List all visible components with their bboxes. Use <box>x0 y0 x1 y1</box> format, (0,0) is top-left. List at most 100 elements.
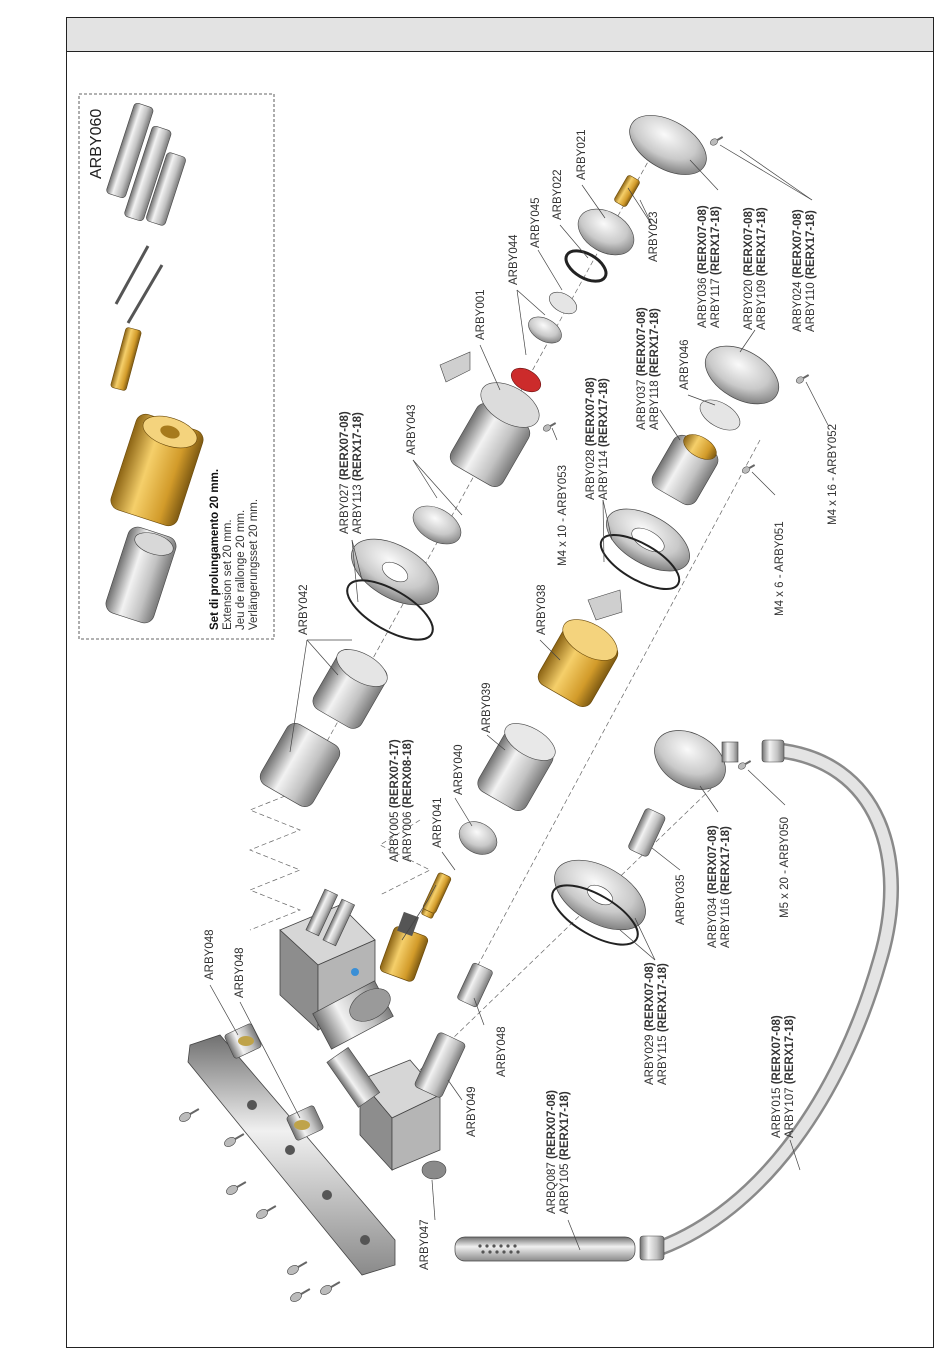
label-arby027-rerx: (RERX07-08) <box>339 411 351 480</box>
hand-shower <box>454 1236 636 1262</box>
svg-text:ARBY024 (RERX07-08): ARBY024 (RERX07-08) <box>792 209 804 332</box>
mounting-plate <box>187 1034 396 1276</box>
svg-text:ARBY116 (RERX17-18): ARBY116 (RERX17-18) <box>720 826 732 948</box>
label-arby027: ARBY027 <box>339 483 351 534</box>
label-arby006: ARBY006 <box>402 811 414 862</box>
set-en-label: Extension set 20 mm. <box>222 519 234 630</box>
shower-outlet <box>551 730 752 946</box>
label-arby005: ARBY005 <box>389 811 401 862</box>
label-arby109-rerx: (RERX17-18) <box>756 207 768 276</box>
label-arby105-rerx: (RERX17-18) <box>559 1091 571 1160</box>
label-arby023: ARBY023 <box>648 211 660 262</box>
label-arby024-rerx: (RERX07-08) <box>792 209 804 278</box>
set-de-label: Verlängerungsset 20 mm. <box>248 499 260 630</box>
label-arby036: ARBY036 <box>697 277 709 328</box>
svg-text:ARBY115 (RERX17-18): ARBY115 (RERX17-18) <box>657 963 669 1085</box>
set-fr-label: Jeu de rallonge 20 mm. <box>235 510 247 630</box>
label-arby110-rerx: (RERX17-18) <box>805 210 817 279</box>
middle-parts <box>422 136 810 914</box>
long-screw-icon <box>114 245 164 324</box>
label-arby117: ARBY117 <box>710 278 722 328</box>
label-arby047: ARBY047 <box>419 1219 431 1270</box>
svg-text:ARBY117 (RERX17-18): ARBY117 (RERX17-18) <box>710 206 722 328</box>
label-m4x10: M4 x 10 - ARBY053 <box>557 465 569 566</box>
label-arby037-rerx: (RERX07-08) <box>636 307 648 376</box>
svg-text:ARBY027 (RERX07-08): ARBY027 (RERX07-08) <box>339 411 351 534</box>
threaded-rod-icon <box>110 327 142 391</box>
label-arby117-rerx: (RERX17-18) <box>710 206 722 275</box>
grey-sleeve-icon <box>105 526 177 624</box>
label-arby048-a: ARBY048 <box>204 929 216 980</box>
label-m5x20: M5 x 20 - ARBY050 <box>779 817 791 918</box>
label-arby043: ARBY043 <box>406 404 418 455</box>
label-arby116: ARBY116 <box>720 898 732 948</box>
label-arby029-rerx: (RERX07-08) <box>644 962 656 1031</box>
svg-text:ARBY015 (RERX07-08): ARBY015 (RERX07-08) <box>771 1015 783 1138</box>
part-labels: ARBY042 ARBY027 (RERX07-08) ARBY113 (RER… <box>204 129 839 1270</box>
label-arbq087: ARBQ087 <box>546 1162 558 1214</box>
label-arby107: ARBY107 <box>784 1087 796 1138</box>
label-arby049: ARBY049 <box>466 1086 478 1137</box>
label-arby046: ARBY046 <box>679 339 691 390</box>
label-arby048-c: ARBY048 <box>496 1026 508 1077</box>
svg-text:ARBY110 (RERX17-18): ARBY110 (RERX17-18) <box>805 210 817 332</box>
label-arby114: ARBY114 <box>598 450 610 500</box>
label-arby006-rerx: (RERX08-18) <box>402 739 414 808</box>
label-arby116-rerx: (RERX17-18) <box>720 826 732 895</box>
label-arby034: ARBY034 <box>707 897 719 948</box>
svg-text:ARBY113 (RERX17-18): ARBY113 (RERX17-18) <box>352 412 364 534</box>
nipple-parts <box>224 962 493 1180</box>
extension-tube-icon <box>106 102 186 226</box>
label-arby020-rerx: (RERX07-08) <box>743 207 755 276</box>
plate-screws <box>179 1108 341 1302</box>
label-arby113: ARBY113 <box>352 484 364 534</box>
valve-body <box>279 888 441 1172</box>
svg-text:ARBY107 (RERX17-18): ARBY107 (RERX17-18) <box>784 1015 796 1138</box>
label-arby029: ARBY029 <box>644 1034 656 1085</box>
label-arby105: ARBY105 <box>559 1163 571 1214</box>
label-arby015: ARBY015 <box>771 1087 783 1138</box>
leader-lines <box>209 144 829 1251</box>
shower-hose <box>639 739 899 1261</box>
svg-text:ARBY005 (RERX07-17): ARBY005 (RERX07-17) <box>389 739 401 862</box>
svg-text:ARBY028 (RERX07-08): ARBY028 (RERX07-08) <box>585 377 597 500</box>
svg-text:ARBY034 (RERX07-08): ARBY034 (RERX07-08) <box>707 825 719 948</box>
label-arby113-rerx: (RERX17-18) <box>352 412 364 481</box>
label-arby044: ARBY044 <box>508 234 520 285</box>
svg-text:ARBY020 (RERX07-08): ARBY020 (RERX07-08) <box>743 207 755 330</box>
brass-sleeve-icon <box>110 413 204 527</box>
svg-text:ARBY118 (RERX17-18): ARBY118 (RERX17-18) <box>649 308 661 430</box>
drawing-sheet <box>66 17 934 1348</box>
label-arby042: ARBY042 <box>298 584 310 635</box>
svg-text:ARBQ087 (RERX07-08): ARBQ087 (RERX07-08) <box>546 1090 558 1214</box>
label-arby015-rerx: (RERX07-08) <box>771 1015 783 1084</box>
label-arby035: ARBY035 <box>675 874 687 925</box>
label-arby114-rerx: (RERX17-18) <box>598 378 610 447</box>
label-arby034-rerx: (RERX07-08) <box>707 825 719 894</box>
label-arby001: ARBY001 <box>475 289 487 340</box>
label-arby109: ARBY109 <box>756 279 768 330</box>
label-arby039: ARBY039 <box>481 682 493 733</box>
label-arby038: ARBY038 <box>536 584 548 635</box>
upper-sleeves <box>259 115 707 807</box>
svg-text:ARBY029 (RERX07-08): ARBY029 (RERX07-08) <box>644 962 656 1085</box>
svg-text:ARBY109 (RERX17-18): ARBY109 (RERX17-18) <box>756 207 768 330</box>
label-arbq087-rerx: (RERX07-08) <box>546 1090 558 1159</box>
label-arby005-rerx: (RERX07-17) <box>389 739 401 808</box>
label-arby107-rerx: (RERX17-18) <box>784 1015 796 1084</box>
label-arby028-rerx: (RERX07-08) <box>585 377 597 446</box>
label-arby118-rerx: (RERX17-18) <box>649 308 661 377</box>
set-title-label: Set di prolungamento 20 mm. <box>209 469 221 630</box>
label-arby021: ARBY021 <box>576 129 588 180</box>
label-arby040: ARBY040 <box>453 744 465 795</box>
label-arby028: ARBY028 <box>585 449 597 500</box>
label-arby110: ARBY110 <box>805 282 817 332</box>
label-arby037: ARBY037 <box>636 379 648 430</box>
label-arby045: ARBY045 <box>530 197 542 248</box>
label-arby024: ARBY024 <box>792 281 804 332</box>
svg-text:ARBY037 (RERX07-08): ARBY037 (RERX07-08) <box>636 307 648 430</box>
svg-text:ARBY114 (RERX17-18): ARBY114 (RERX17-18) <box>598 378 610 500</box>
svg-text:ARBY006 (RERX08-18): ARBY006 (RERX08-18) <box>402 739 414 862</box>
header-band <box>67 18 933 52</box>
